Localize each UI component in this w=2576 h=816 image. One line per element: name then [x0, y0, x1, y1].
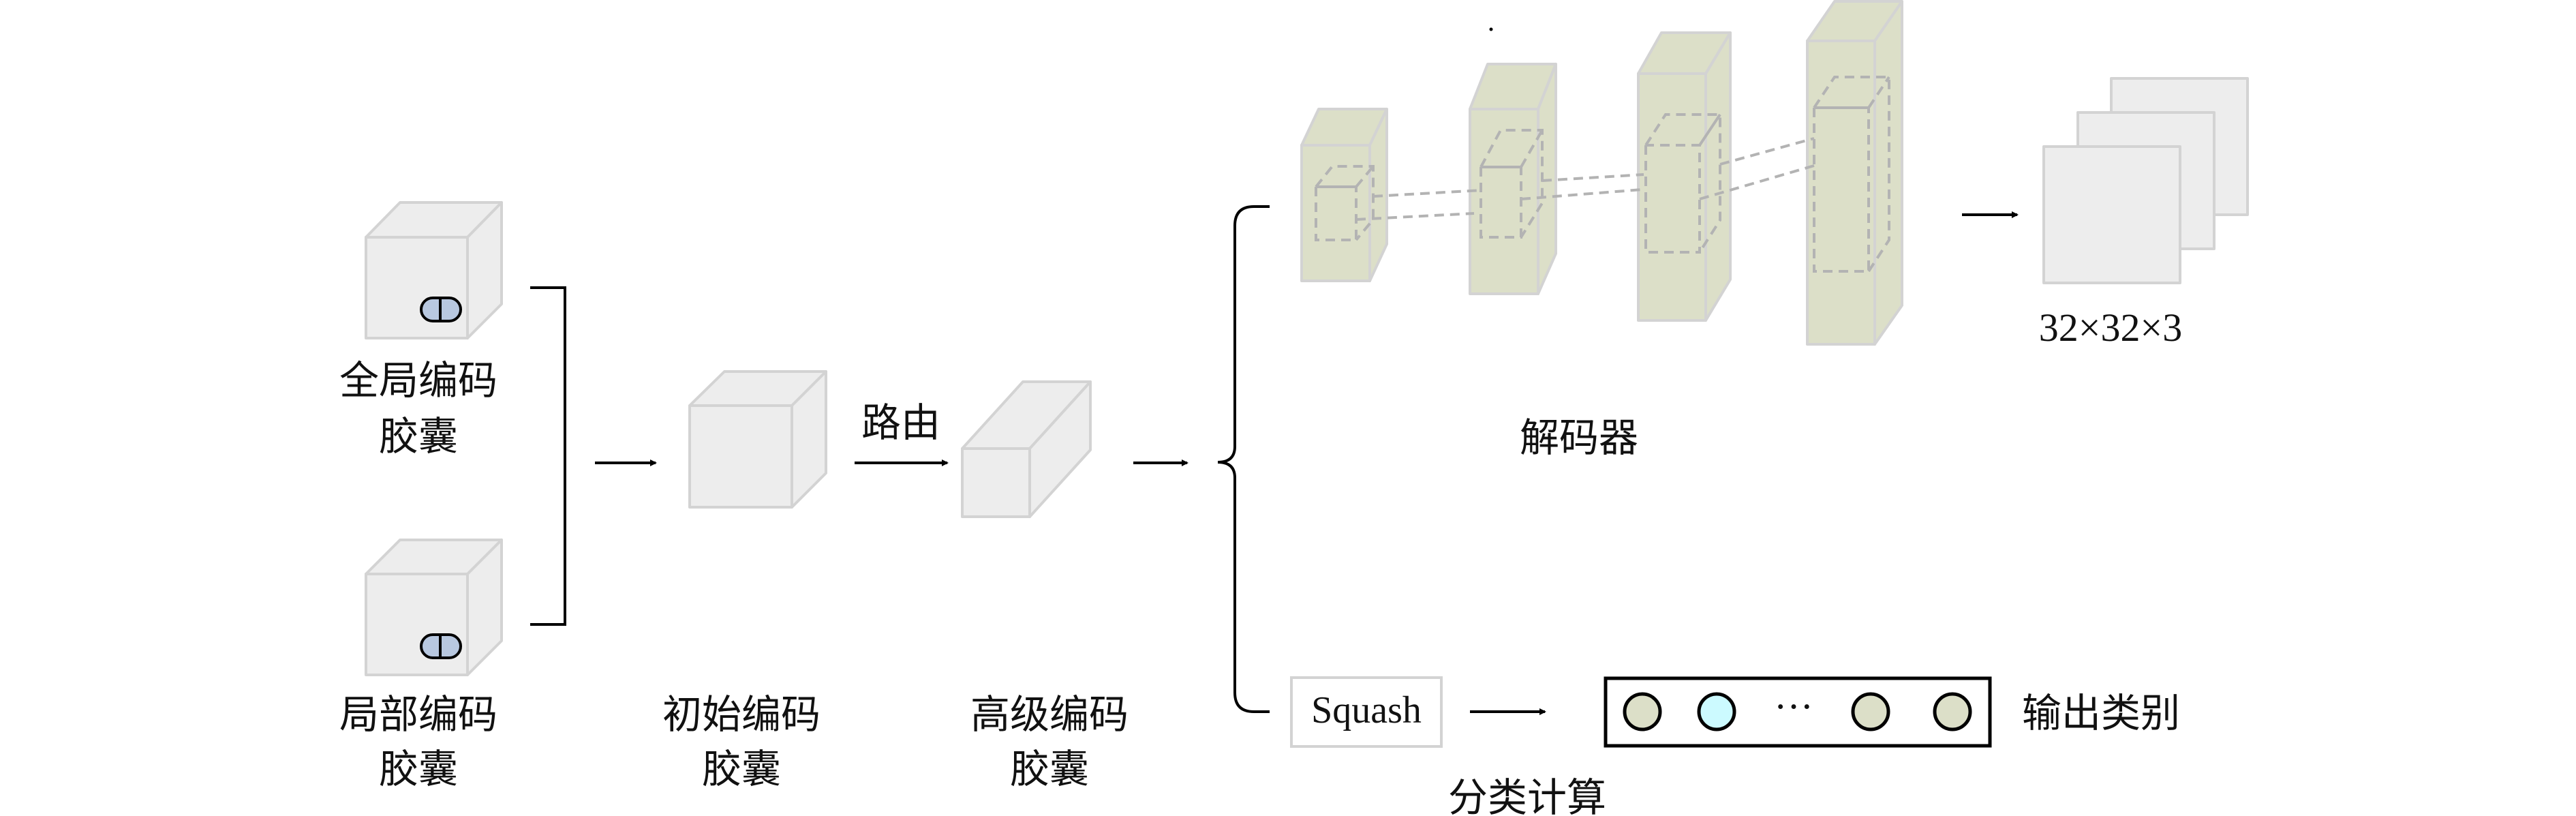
high-level-capsule-label-line2: 胶囊 — [1010, 746, 1089, 792]
decoder-layer-3-kernel — [1644, 113, 1721, 254]
reconstructed-image-stack — [2042, 77, 2249, 284]
class-node-active — [1697, 692, 1736, 731]
output-class-label: 输出类别 — [2022, 690, 2180, 736]
decoder-layer-4 — [1806, 0, 1903, 346]
high-level-capsule-cube — [961, 380, 1092, 518]
output-size-label: 32×32×3 — [2039, 305, 2182, 350]
local-capsule-label-line1: 局部编码 — [339, 691, 497, 738]
output-vector-box — [1604, 676, 1992, 748]
decoder-layer-4-kernel — [1813, 76, 1890, 273]
primary-capsule-cube — [688, 370, 827, 509]
decoder-layer-1-kernel — [1315, 165, 1375, 241]
squash-label: Squash — [1311, 689, 1422, 731]
capsule-icon — [420, 633, 462, 659]
channel-1 — [2042, 145, 2181, 284]
global-capsule-cube — [365, 201, 503, 339]
local-capsule-cube — [365, 539, 503, 676]
cube-front-face — [688, 404, 793, 509]
split-brace — [1217, 205, 1270, 713]
capsule-icon — [420, 297, 462, 322]
class-node — [1623, 692, 1662, 731]
classification-label: 分类计算 — [1448, 774, 1606, 816]
class-node — [1933, 692, 1972, 731]
cube-front-face — [365, 573, 469, 676]
merge-bracket — [530, 286, 566, 626]
output-class-vector: ··· — [1604, 676, 1992, 748]
global-capsule-label-line1: 全局编码 — [339, 357, 497, 404]
routing-label: 路由 — [861, 399, 940, 446]
decoder-layer-2 — [1469, 63, 1557, 295]
stray-dot — [1489, 27, 1493, 31]
local-capsule-label-line2: 胶囊 — [379, 746, 458, 792]
decoder-layer-3 — [1637, 31, 1732, 322]
global-capsule-label-line2: 胶囊 — [379, 413, 458, 459]
class-node — [1851, 692, 1890, 731]
decoder-connections — [1355, 137, 1815, 221]
ellipsis: ··· — [1774, 684, 1813, 729]
cube-front-face — [961, 447, 1031, 518]
primary-capsule-label-line2: 胶囊 — [702, 746, 781, 792]
high-level-capsule-label-line1: 高级编码 — [970, 691, 1129, 738]
primary-capsule-label-line1: 初始编码 — [662, 691, 821, 738]
decoder-label: 解码器 — [1520, 414, 1638, 461]
cube-front-face — [365, 236, 469, 339]
decoder-layer-1 — [1300, 108, 1388, 282]
squash-box — [1290, 676, 1443, 748]
decoder-layer-2-kernel — [1479, 129, 1544, 239]
decoder — [1300, 0, 1903, 346]
